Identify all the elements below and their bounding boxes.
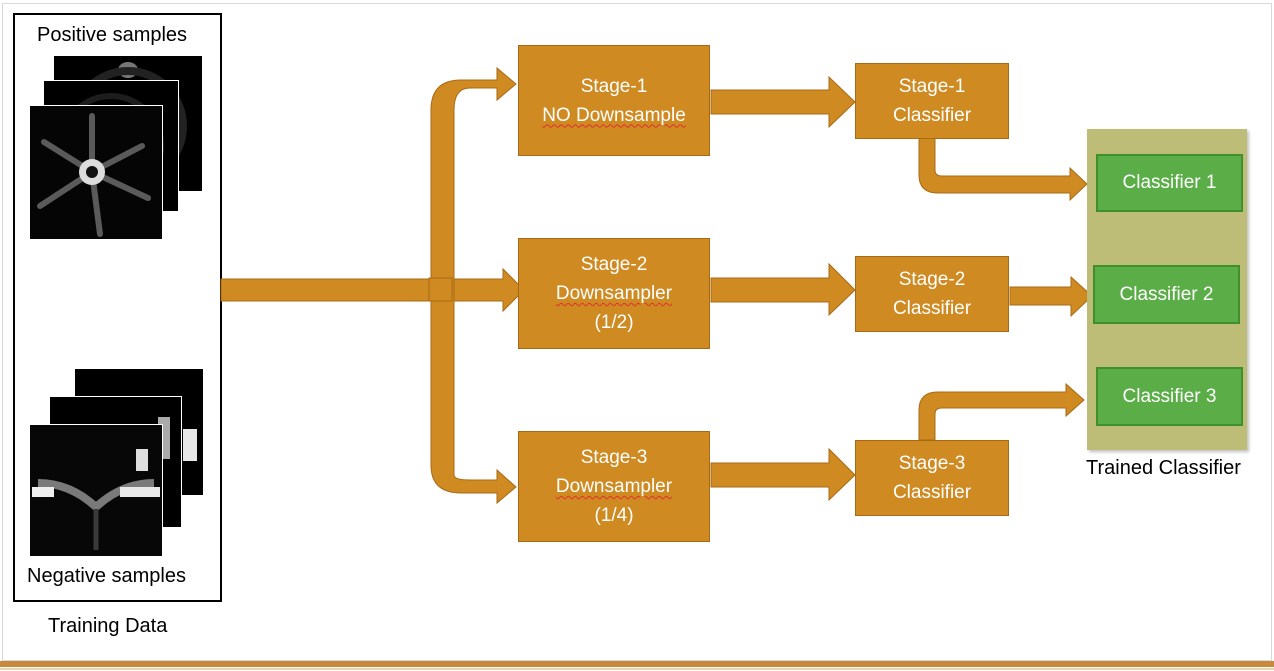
classifier-1-box: Classifier 1	[1096, 154, 1243, 212]
stage-1-classifier-title: Stage-1	[898, 76, 966, 97]
training-data-caption: Training Data	[48, 615, 168, 637]
stage-3-ratio: (1/4)	[594, 505, 634, 526]
positive-sample-image-1	[29, 105, 163, 240]
negative-sample-image-1	[29, 424, 163, 557]
stage-1-classifier-box: Stage-1 Classifier	[855, 63, 1009, 139]
classifier3-to-trained-arrow	[918, 382, 1085, 441]
stage-2-title: Stage-2	[580, 254, 648, 275]
classifier-3-box: Classifier 3	[1096, 367, 1243, 426]
stage-3-classifier-label: Classifier	[892, 482, 972, 503]
branch-arrow	[430, 66, 517, 505]
stage-2-subtitle: Downsampler	[555, 283, 673, 304]
stage-1-subtitle: NO Downsample	[542, 104, 686, 126]
trained-classifier-caption: Trained Classifier	[1086, 457, 1241, 479]
stage-1-box: Stage-1 NO Downsample	[518, 45, 710, 156]
stage2-to-classifier-arrow	[710, 262, 856, 317]
junction	[428, 277, 453, 302]
stage-1-classifier-label: Classifier	[892, 105, 972, 126]
stage1-to-classifier-arrow	[710, 75, 856, 129]
stage-1-title: Stage-1	[580, 75, 648, 97]
stage-3-classifier-box: Stage-3 Classifier	[855, 440, 1009, 516]
classifier1-to-trained-arrow	[918, 137, 1088, 202]
main-flow-arrow	[220, 267, 525, 313]
stage-3-classifier-title: Stage-3	[898, 453, 966, 474]
stage-3-title: Stage-3	[580, 447, 648, 468]
bottom-rule-light	[0, 668, 1274, 670]
stage-2-classifier-label: Classifier	[892, 298, 972, 319]
stage-3-subtitle: Downsampler	[555, 476, 673, 497]
bottom-rule	[0, 661, 1274, 667]
negative-samples-label: Negative samples	[27, 565, 186, 587]
classifier-2-box: Classifier 2	[1093, 265, 1240, 324]
classifier2-to-trained-arrow	[1009, 275, 1093, 318]
stage-2-classifier-title: Stage-2	[898, 269, 966, 290]
stage-2-ratio: (1/2)	[594, 312, 634, 333]
stage-3-box: Stage-3 Downsampler (1/4)	[518, 431, 710, 542]
slide-frame	[2, 3, 1272, 661]
stage3-to-classifier-arrow	[710, 447, 856, 502]
stage-2-classifier-box: Stage-2 Classifier	[855, 256, 1009, 332]
positive-samples-label: Positive samples	[37, 24, 188, 46]
stage-2-box: Stage-2 Downsampler (1/2)	[518, 238, 710, 349]
